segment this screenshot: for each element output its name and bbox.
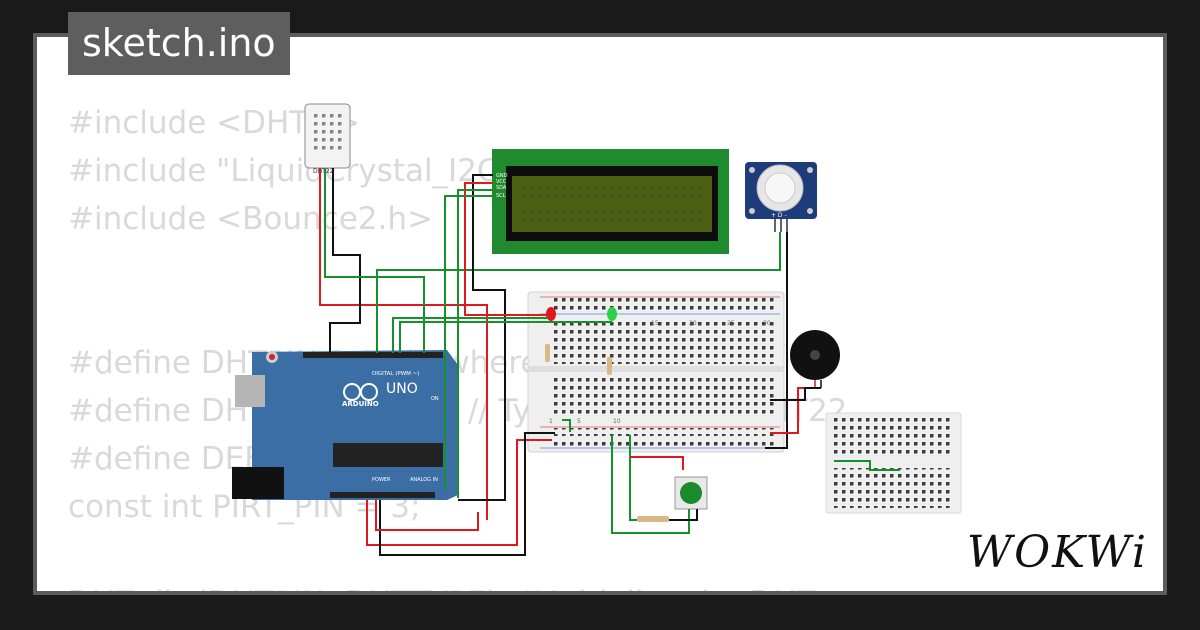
analog-label: ANALOG IN	[410, 477, 438, 483]
lcd-pin-label: SCL	[496, 193, 506, 199]
lcd-display: GND VCC SDA SCL	[492, 149, 729, 254]
red-led	[546, 307, 556, 321]
breadboard-number: 20	[689, 320, 697, 327]
breadboard-number: 30	[763, 320, 771, 327]
mini-breadboard	[825, 412, 962, 514]
green-led	[607, 307, 617, 321]
power-label: POWER	[372, 477, 391, 483]
dht-label: DHT22	[313, 168, 334, 175]
lcd-pin-label: SDA	[496, 185, 507, 191]
breadboard-number: 25	[727, 320, 735, 327]
lcd-pin-label: GND	[496, 173, 508, 179]
arduino-uno: DIGITAL (PWM ~) UNO ARDUINO ON POWER ANA…	[232, 350, 458, 500]
wokwi-logo: WOKWi	[966, 527, 1148, 578]
arduino-model: UNO	[386, 381, 418, 397]
wires	[319, 168, 821, 556]
breadboard-number: 10	[613, 418, 621, 425]
breadboard-number: 15	[651, 320, 659, 327]
arduino-brand: ARDUINO	[342, 400, 379, 408]
code-line: DHT dht(DHTPIN, DHTTYPE); // Initialize …	[68, 579, 928, 591]
digital-label: DIGITAL (PWM ~)	[372, 371, 419, 377]
filename-label: sketch.ino	[82, 21, 276, 65]
breadboard-number: 5	[577, 418, 581, 425]
breadboard-number: 1	[549, 418, 553, 425]
dht22-sensor: DHT22	[304, 103, 351, 175]
on-label: ON	[431, 396, 439, 402]
push-button	[674, 476, 708, 510]
buzzer	[790, 330, 840, 388]
breadboard: 1 5 10 15 20 25 30	[527, 291, 785, 453]
filename-tab[interactable]: sketch.ino	[68, 12, 290, 75]
lcd-pin-label: VCC	[496, 179, 507, 185]
preview-card: #include <DHT.h>#include "LiquidCrystal_…	[33, 33, 1167, 595]
pir-sensor: + D -	[745, 162, 817, 232]
resistor	[607, 357, 612, 375]
resistor	[545, 344, 550, 362]
pir-pin-labels: + D -	[771, 212, 787, 219]
resistor	[637, 516, 669, 522]
